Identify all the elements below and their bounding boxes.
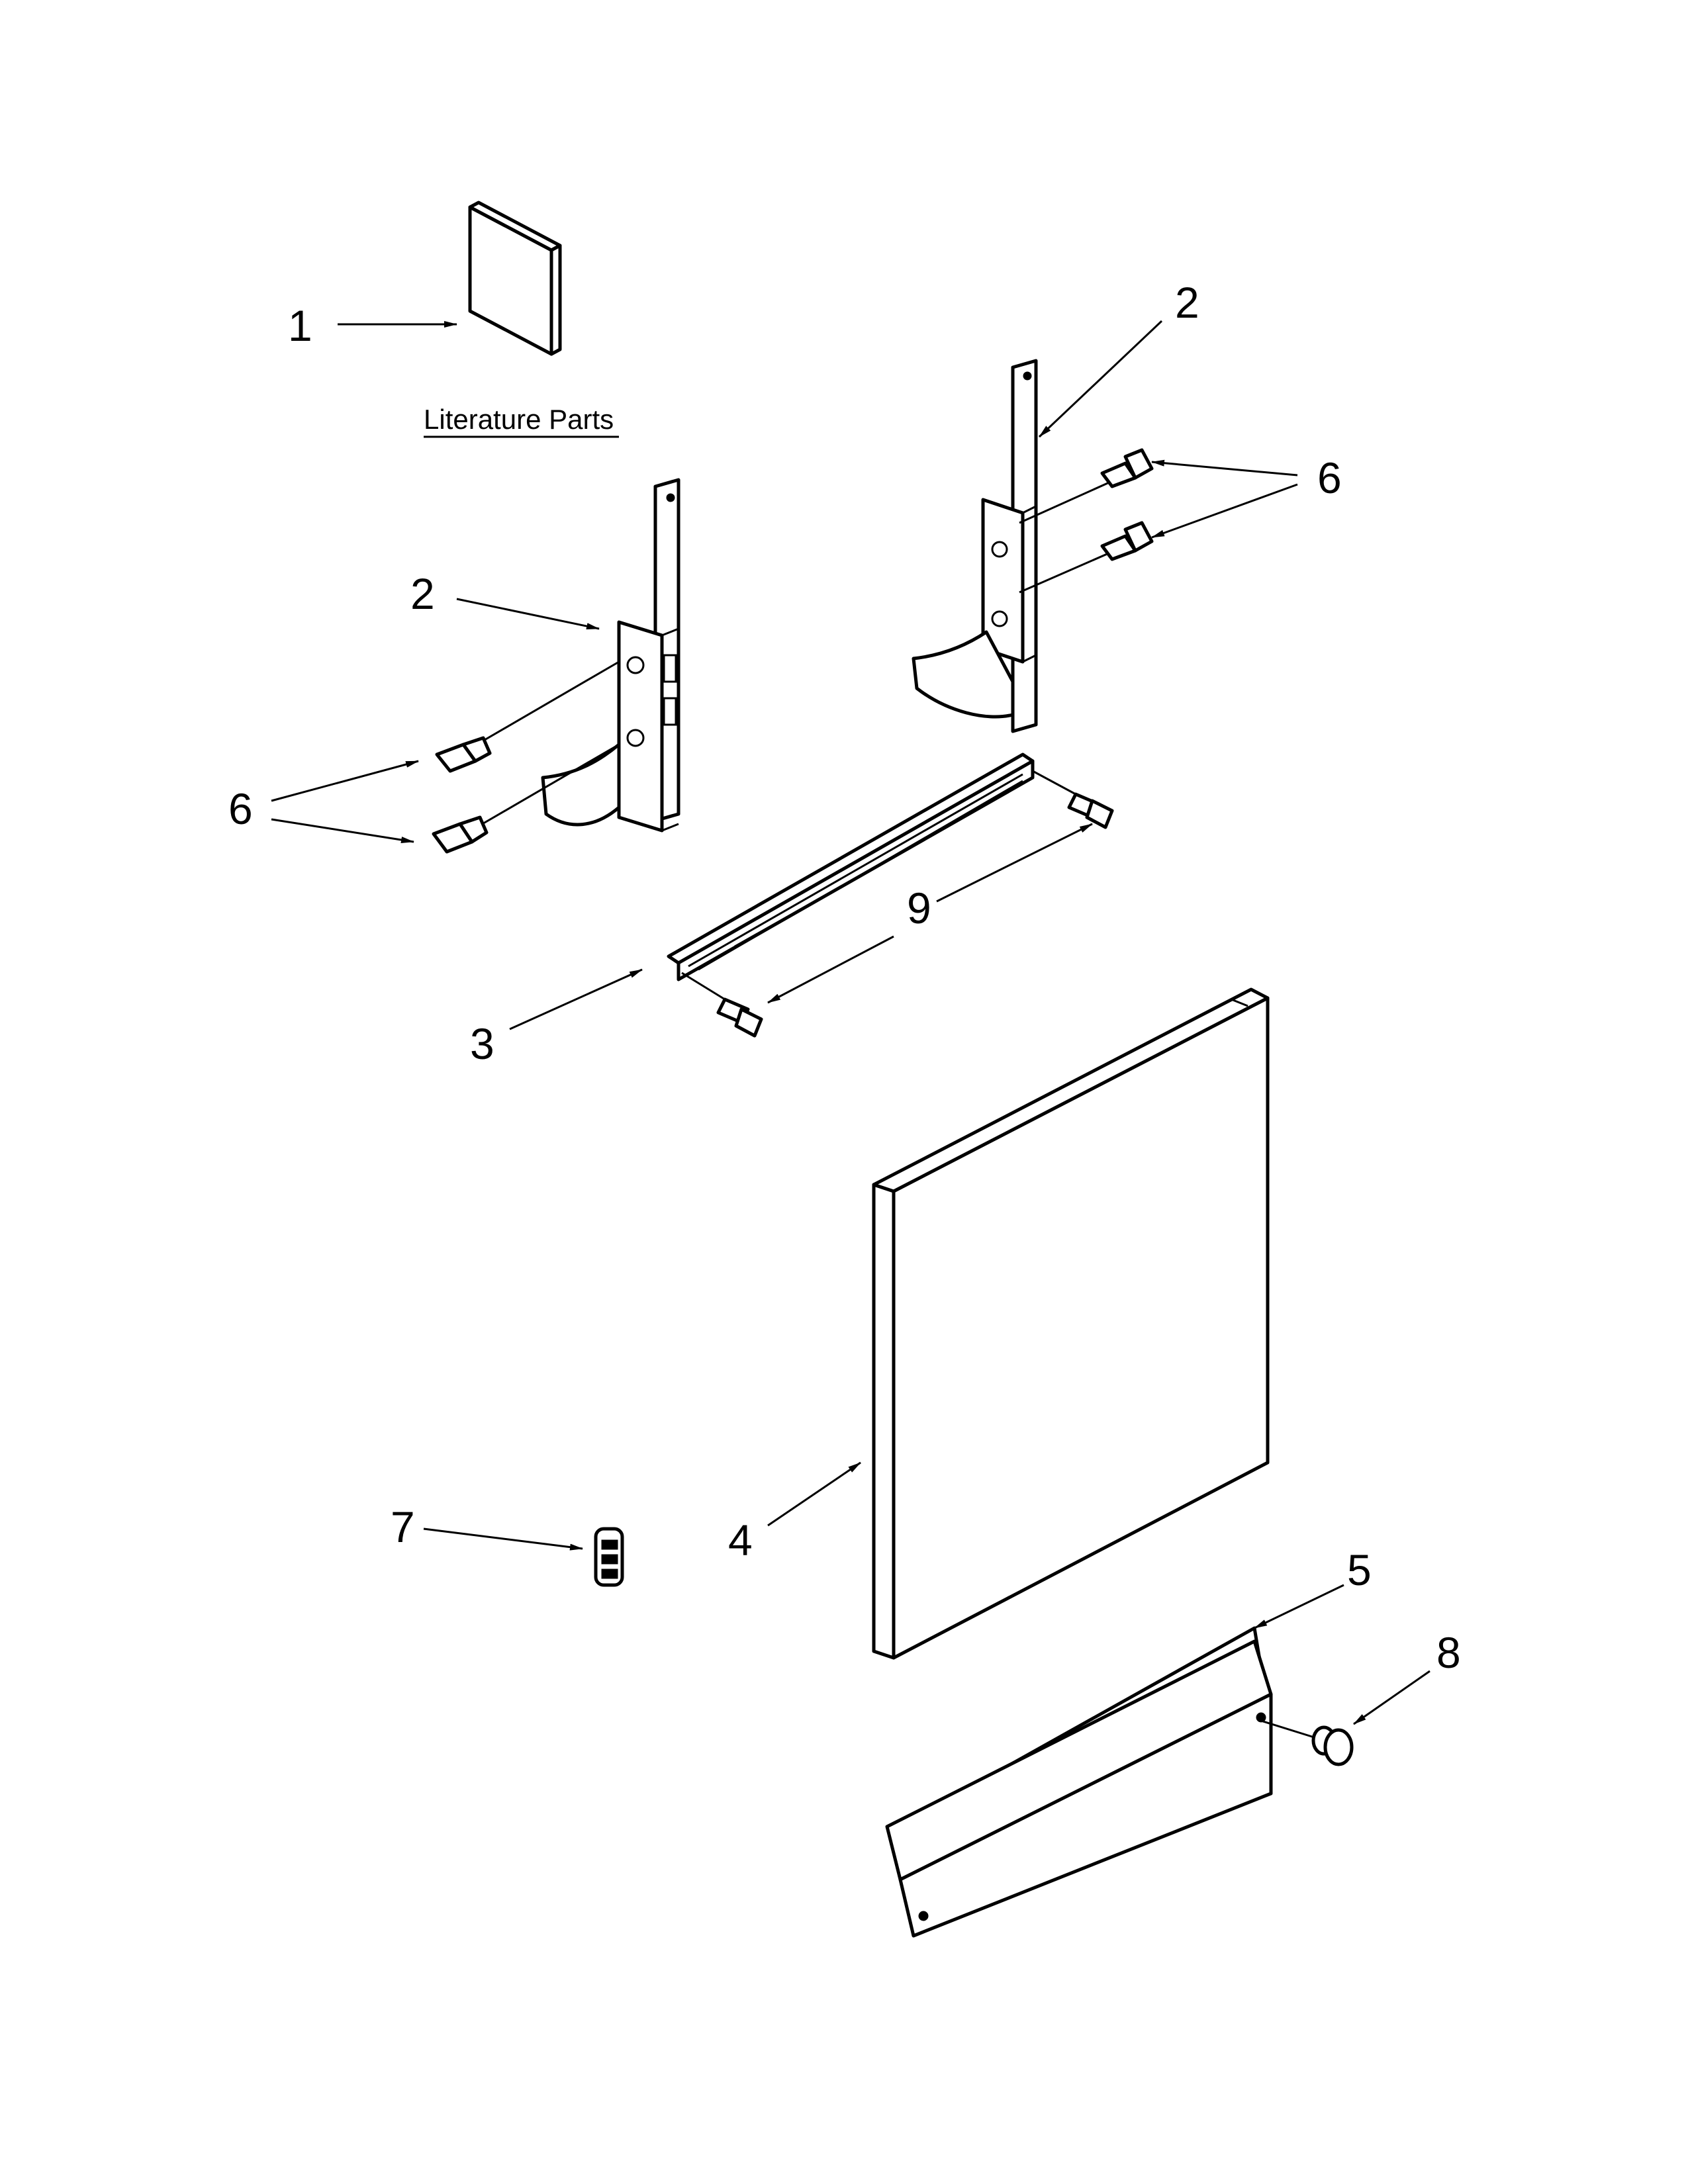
door-panel [872,987,1270,1660]
rail-screw-left [681,972,763,1038]
hinge-bracket-left [541,478,680,833]
hinge-screw-left-lower [432,743,620,854]
callout-5: 5 [1347,1545,1372,1594]
callout-2-left: 2 [410,569,435,618]
callout-6-left: 6 [228,784,253,833]
door-rail [667,752,1035,981]
hinge-screw-left-upper [435,660,620,773]
callout-9: 9 [907,884,931,933]
callout-4: 4 [728,1516,753,1565]
toe-panel-screw [1260,1719,1354,1766]
callout-3: 3 [470,1019,494,1068]
hinge-screw-right-lower [1019,521,1154,594]
callout-2-right: 2 [1175,278,1199,327]
callout-leaders [271,320,1430,1725]
callout-1: 1 [288,301,312,350]
callout-7: 7 [391,1502,415,1551]
literature-booklet [468,201,562,356]
toe-panel [885,1626,1273,1938]
door-clip [594,1527,624,1587]
hinge-screw-right-upper [1019,448,1154,524]
hinge-bracket-right [912,359,1038,733]
literature-parts-caption: Literature Parts [424,404,614,435]
rail-screw-right [1032,770,1114,829]
callout-6-right: 6 [1317,453,1342,502]
callout-8: 8 [1436,1628,1461,1677]
